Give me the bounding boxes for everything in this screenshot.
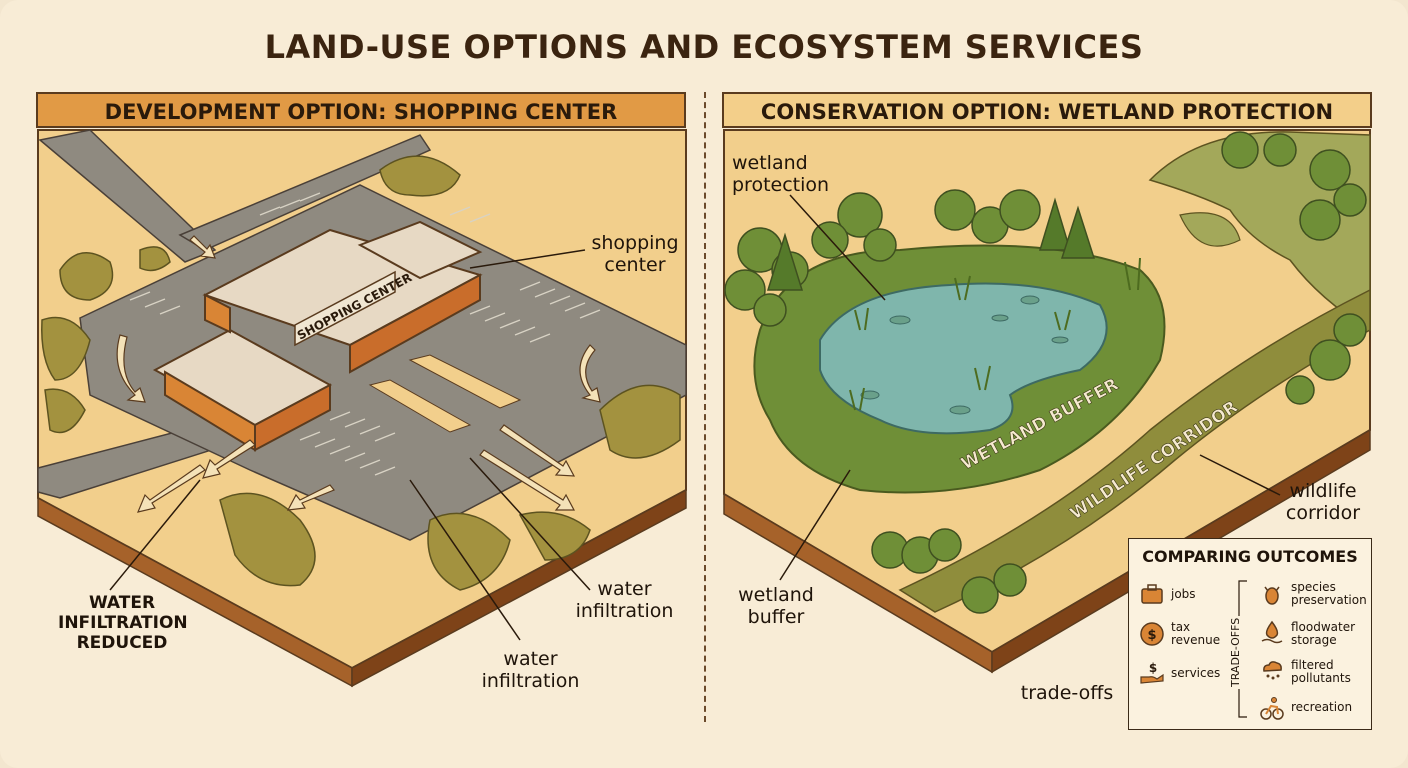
- trees: [724, 131, 1367, 614]
- cloud-filter-icon: [1263, 661, 1282, 680]
- parking-island: [368, 379, 472, 433]
- parking-stripes: [129, 192, 601, 476]
- trade-offs-vertical-label: TRADE-OFFS: [1229, 615, 1242, 689]
- cyclist-icon: [1260, 697, 1284, 720]
- reeds: [849, 257, 1141, 411]
- briefcase-icon: [1141, 584, 1163, 604]
- wildlife-corridor-band: [898, 288, 1371, 613]
- building-wall: [164, 370, 256, 452]
- dollar-coin-icon: $: [1140, 622, 1164, 646]
- page-title: LAND-USE OPTIONS AND ECOSYSTEM SERVICES: [264, 28, 1144, 66]
- building-wall: [204, 293, 231, 334]
- dev-leader-lines: [109, 249, 591, 641]
- parking-island: [408, 354, 522, 409]
- panel-divider: [704, 92, 706, 722]
- hand-dollar-icon: $: [1140, 661, 1164, 684]
- upland-vegetation: [1179, 212, 1241, 247]
- deer-icon: [1264, 586, 1280, 605]
- conservation-header: CONSERVATION OPTION: WETLAND PROTECTION: [722, 92, 1372, 128]
- runoff-arrows: [116, 235, 601, 513]
- legend-recreation: recreation: [1291, 700, 1353, 714]
- building-wall: [349, 273, 481, 374]
- legend-title: COMPARING OUTCOMES: [1142, 547, 1358, 566]
- svg-text:$: $: [1147, 628, 1156, 643]
- development-header: DEVELOPMENT OPTION: SHOPPING CENTER: [36, 92, 686, 128]
- road-top-left: [38, 129, 217, 263]
- con-leader-lines: [779, 194, 1281, 581]
- trade-offs-label: trade-offs: [1020, 682, 1114, 704]
- legend-jobs: jobs: [1171, 587, 1196, 601]
- lily-pads: [860, 295, 1069, 415]
- dev-vegetation: [41, 155, 681, 591]
- legend-services: services: [1171, 666, 1221, 680]
- water-drop-icon: [1261, 620, 1283, 644]
- svg-text:$: $: [1149, 661, 1157, 675]
- building-roof-annex: [357, 220, 483, 280]
- shopping-center-sign-board: [294, 270, 396, 347]
